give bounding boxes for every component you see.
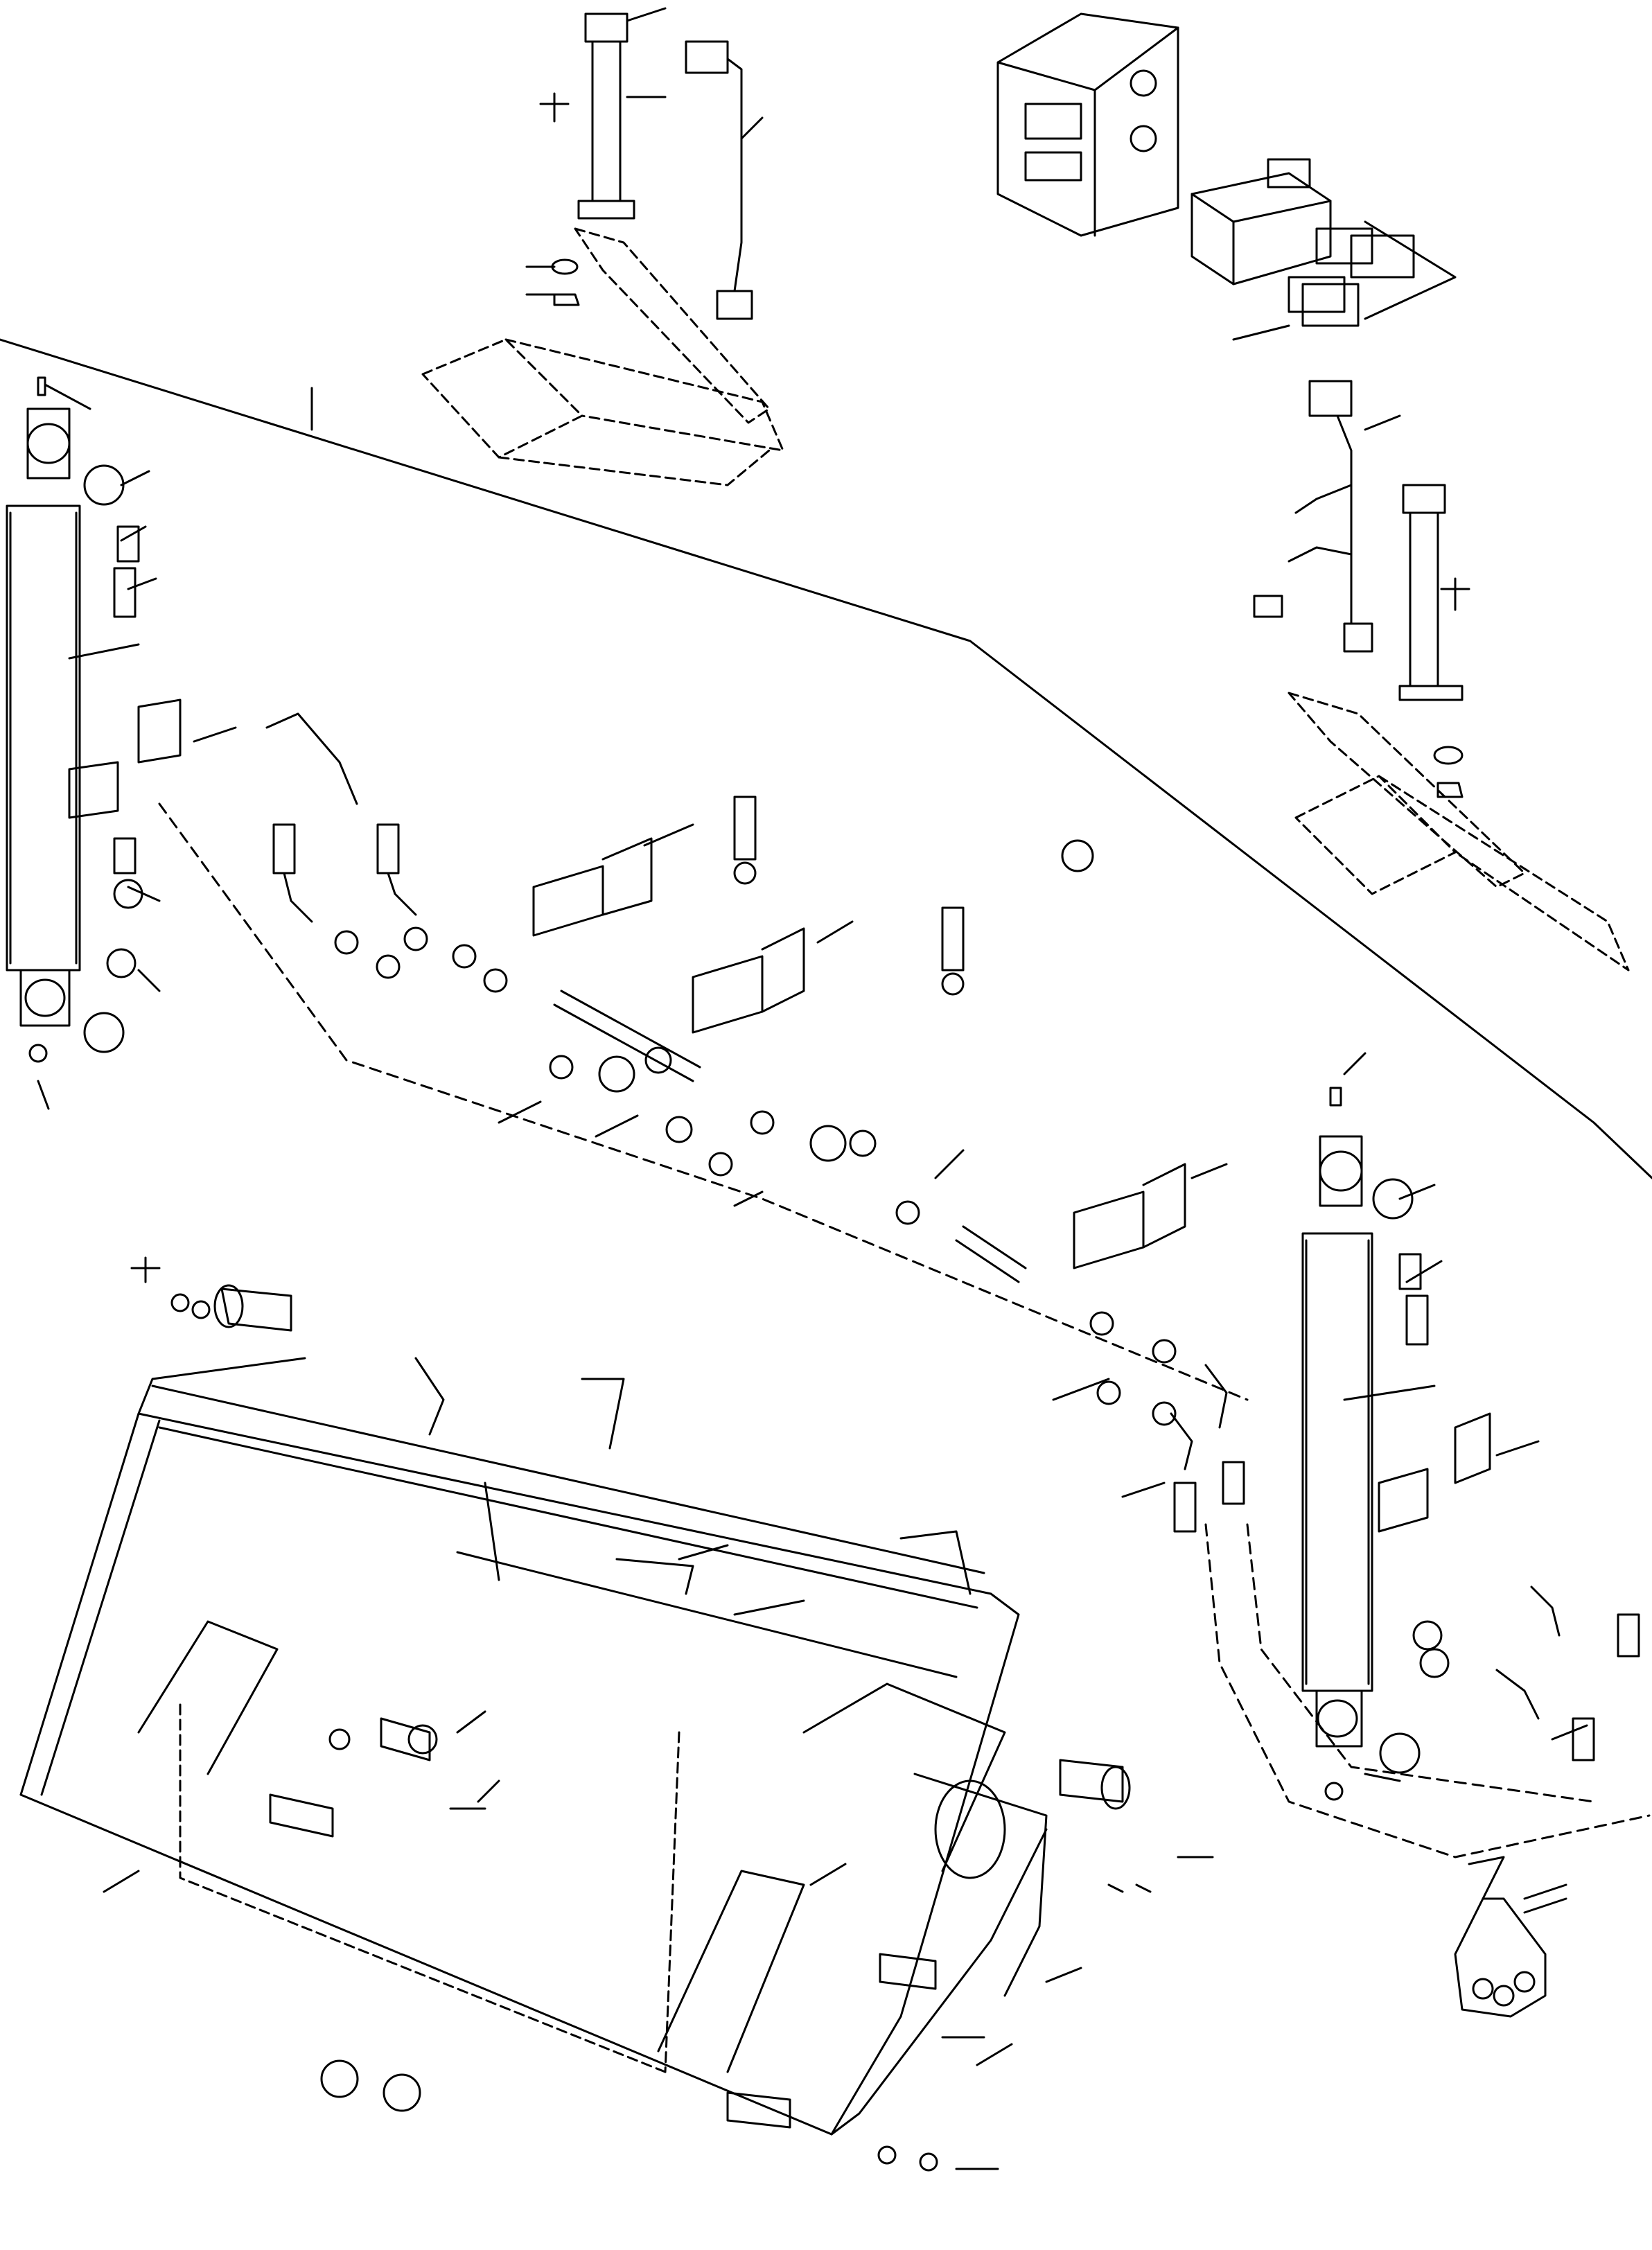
hose-clamps <box>68 698 1540 1533</box>
callout-leader-lines <box>37 383 1588 2066</box>
right-lift-cylinder <box>1301 1087 1450 1801</box>
control-valve-block <box>996 12 1457 341</box>
left-bracket-post <box>421 7 784 486</box>
mounting-pins <box>130 1256 1214 2172</box>
right-bracket-post <box>1288 484 1630 972</box>
loader-bucket <box>19 1357 1048 2136</box>
left-lift-cylinder <box>6 376 143 1063</box>
hardware-bag <box>1454 1856 1567 2018</box>
hydraulic-line-assembly <box>158 712 1651 1858</box>
left-wiring-harness <box>685 40 764 320</box>
right-wiring-harness <box>1253 380 1401 653</box>
frame-boundary-lines <box>0 338 1652 1179</box>
